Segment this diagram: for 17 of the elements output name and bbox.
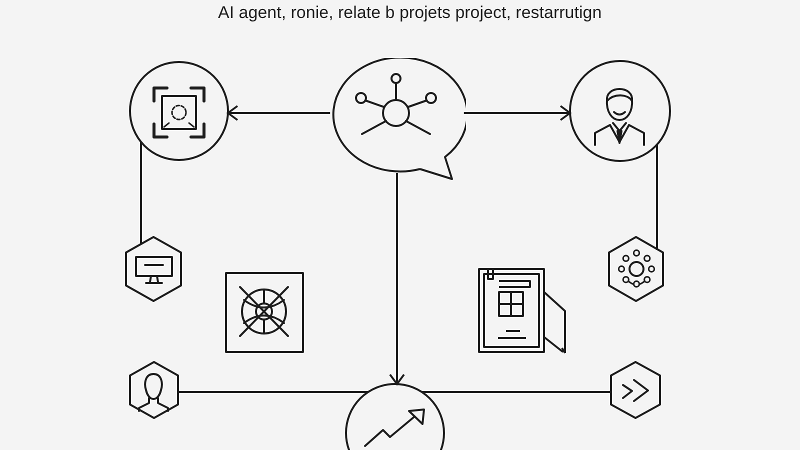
connector-line	[422, 391, 611, 393]
connector-line	[178, 391, 368, 393]
hexagon-frame	[610, 361, 661, 419]
connector-line	[140, 142, 142, 244]
connector-line	[656, 144, 658, 250]
arrow	[226, 105, 330, 121]
circle-frame	[129, 61, 229, 161]
circle-frame	[345, 383, 445, 450]
arrow	[464, 105, 572, 121]
arrow	[389, 173, 405, 386]
hexagon-frame	[608, 236, 664, 302]
square-frame	[225, 272, 304, 353]
circle-frame	[569, 60, 671, 162]
hexagon-frame	[129, 361, 179, 419]
title: AI agent, ronie, relate b projets project, restarrutign	[218, 2, 602, 24]
hexagon-frame	[125, 236, 182, 302]
document-icon	[478, 268, 568, 354]
